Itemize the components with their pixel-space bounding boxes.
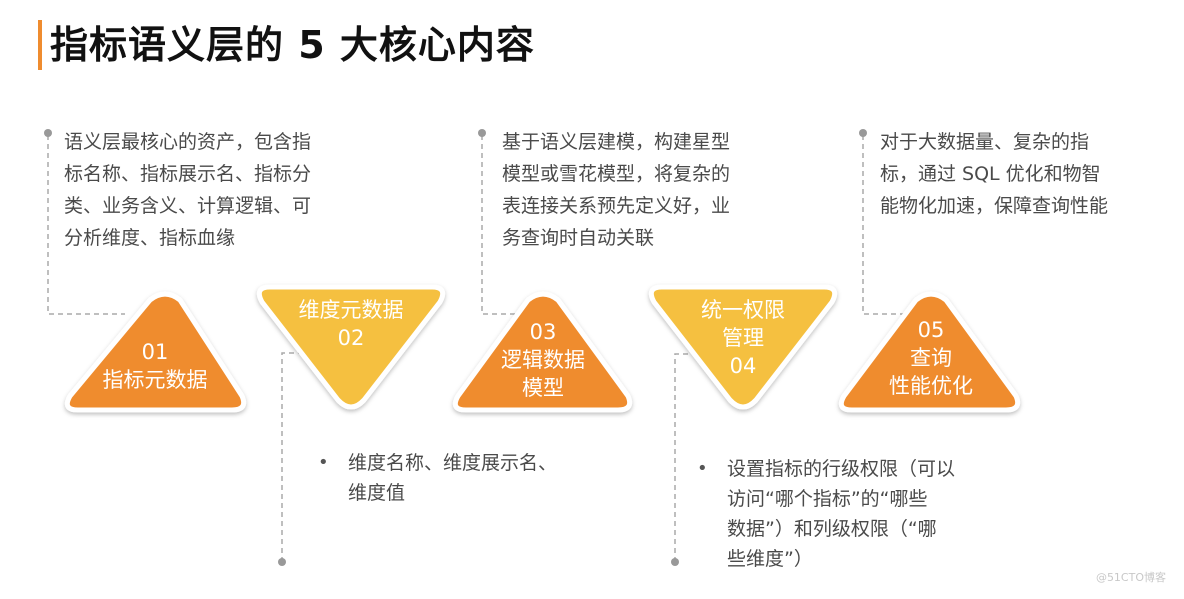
connector-dot-01	[44, 129, 52, 137]
connector-dot-04	[671, 558, 679, 566]
triangle-label-02: 维度元数据 02	[298, 298, 404, 350]
bullet-icon: •	[318, 452, 329, 473]
triangle-04	[648, 284, 838, 410]
description-02-text: 维度名称、维度展示名、 维度值	[348, 452, 558, 504]
description-03: 基于语义层建模，构建星型 模型或雪花模型，将复杂的 表连接关系预先定义好，业 务…	[502, 131, 731, 249]
bullet-icon: •	[697, 458, 708, 479]
description-05: 对于大数据量、复杂的指 标，通过 SQL 优化和物智 能物化加速，保障查询性能	[880, 131, 1109, 217]
connector-dot-03	[478, 129, 486, 137]
connector-dot-05	[859, 129, 867, 137]
page-title: 指标语义层的 5 大核心内容	[50, 23, 535, 67]
description-01: 语义层最核心的资产，包含指 标名称、指标展示名、指标分 类、业务含义、计算逻辑、…	[64, 131, 312, 249]
triangle-03	[452, 291, 633, 413]
triangle-label-05: 05 查询 性能优化	[889, 318, 973, 398]
triangle-label-01: 01 指标元数据	[102, 340, 208, 392]
triangle-label-03: 03 逻辑数据 模型	[501, 320, 585, 400]
connector-04	[674, 353, 700, 562]
watermark: @51CTO博客	[1095, 571, 1166, 584]
triangle-02	[256, 284, 446, 410]
triangle-01	[64, 291, 247, 413]
connector-dot-02	[278, 558, 286, 566]
description-02: • 维度名称、维度展示名、 维度值	[318, 448, 558, 508]
description-04: • 设置指标的行级权限（可以 访问“哪个指标”的“哪些 数据”）和列级权限（“哪…	[697, 454, 956, 574]
triangle-label-04: 统一权限 管理 04	[701, 298, 785, 378]
triangle-05	[838, 291, 1021, 413]
title-accent-bar	[38, 20, 42, 70]
description-04-text: 设置指标的行级权限（可以 访问“哪个指标”的“哪些 数据”）和列级权限（“哪 些…	[727, 458, 956, 570]
